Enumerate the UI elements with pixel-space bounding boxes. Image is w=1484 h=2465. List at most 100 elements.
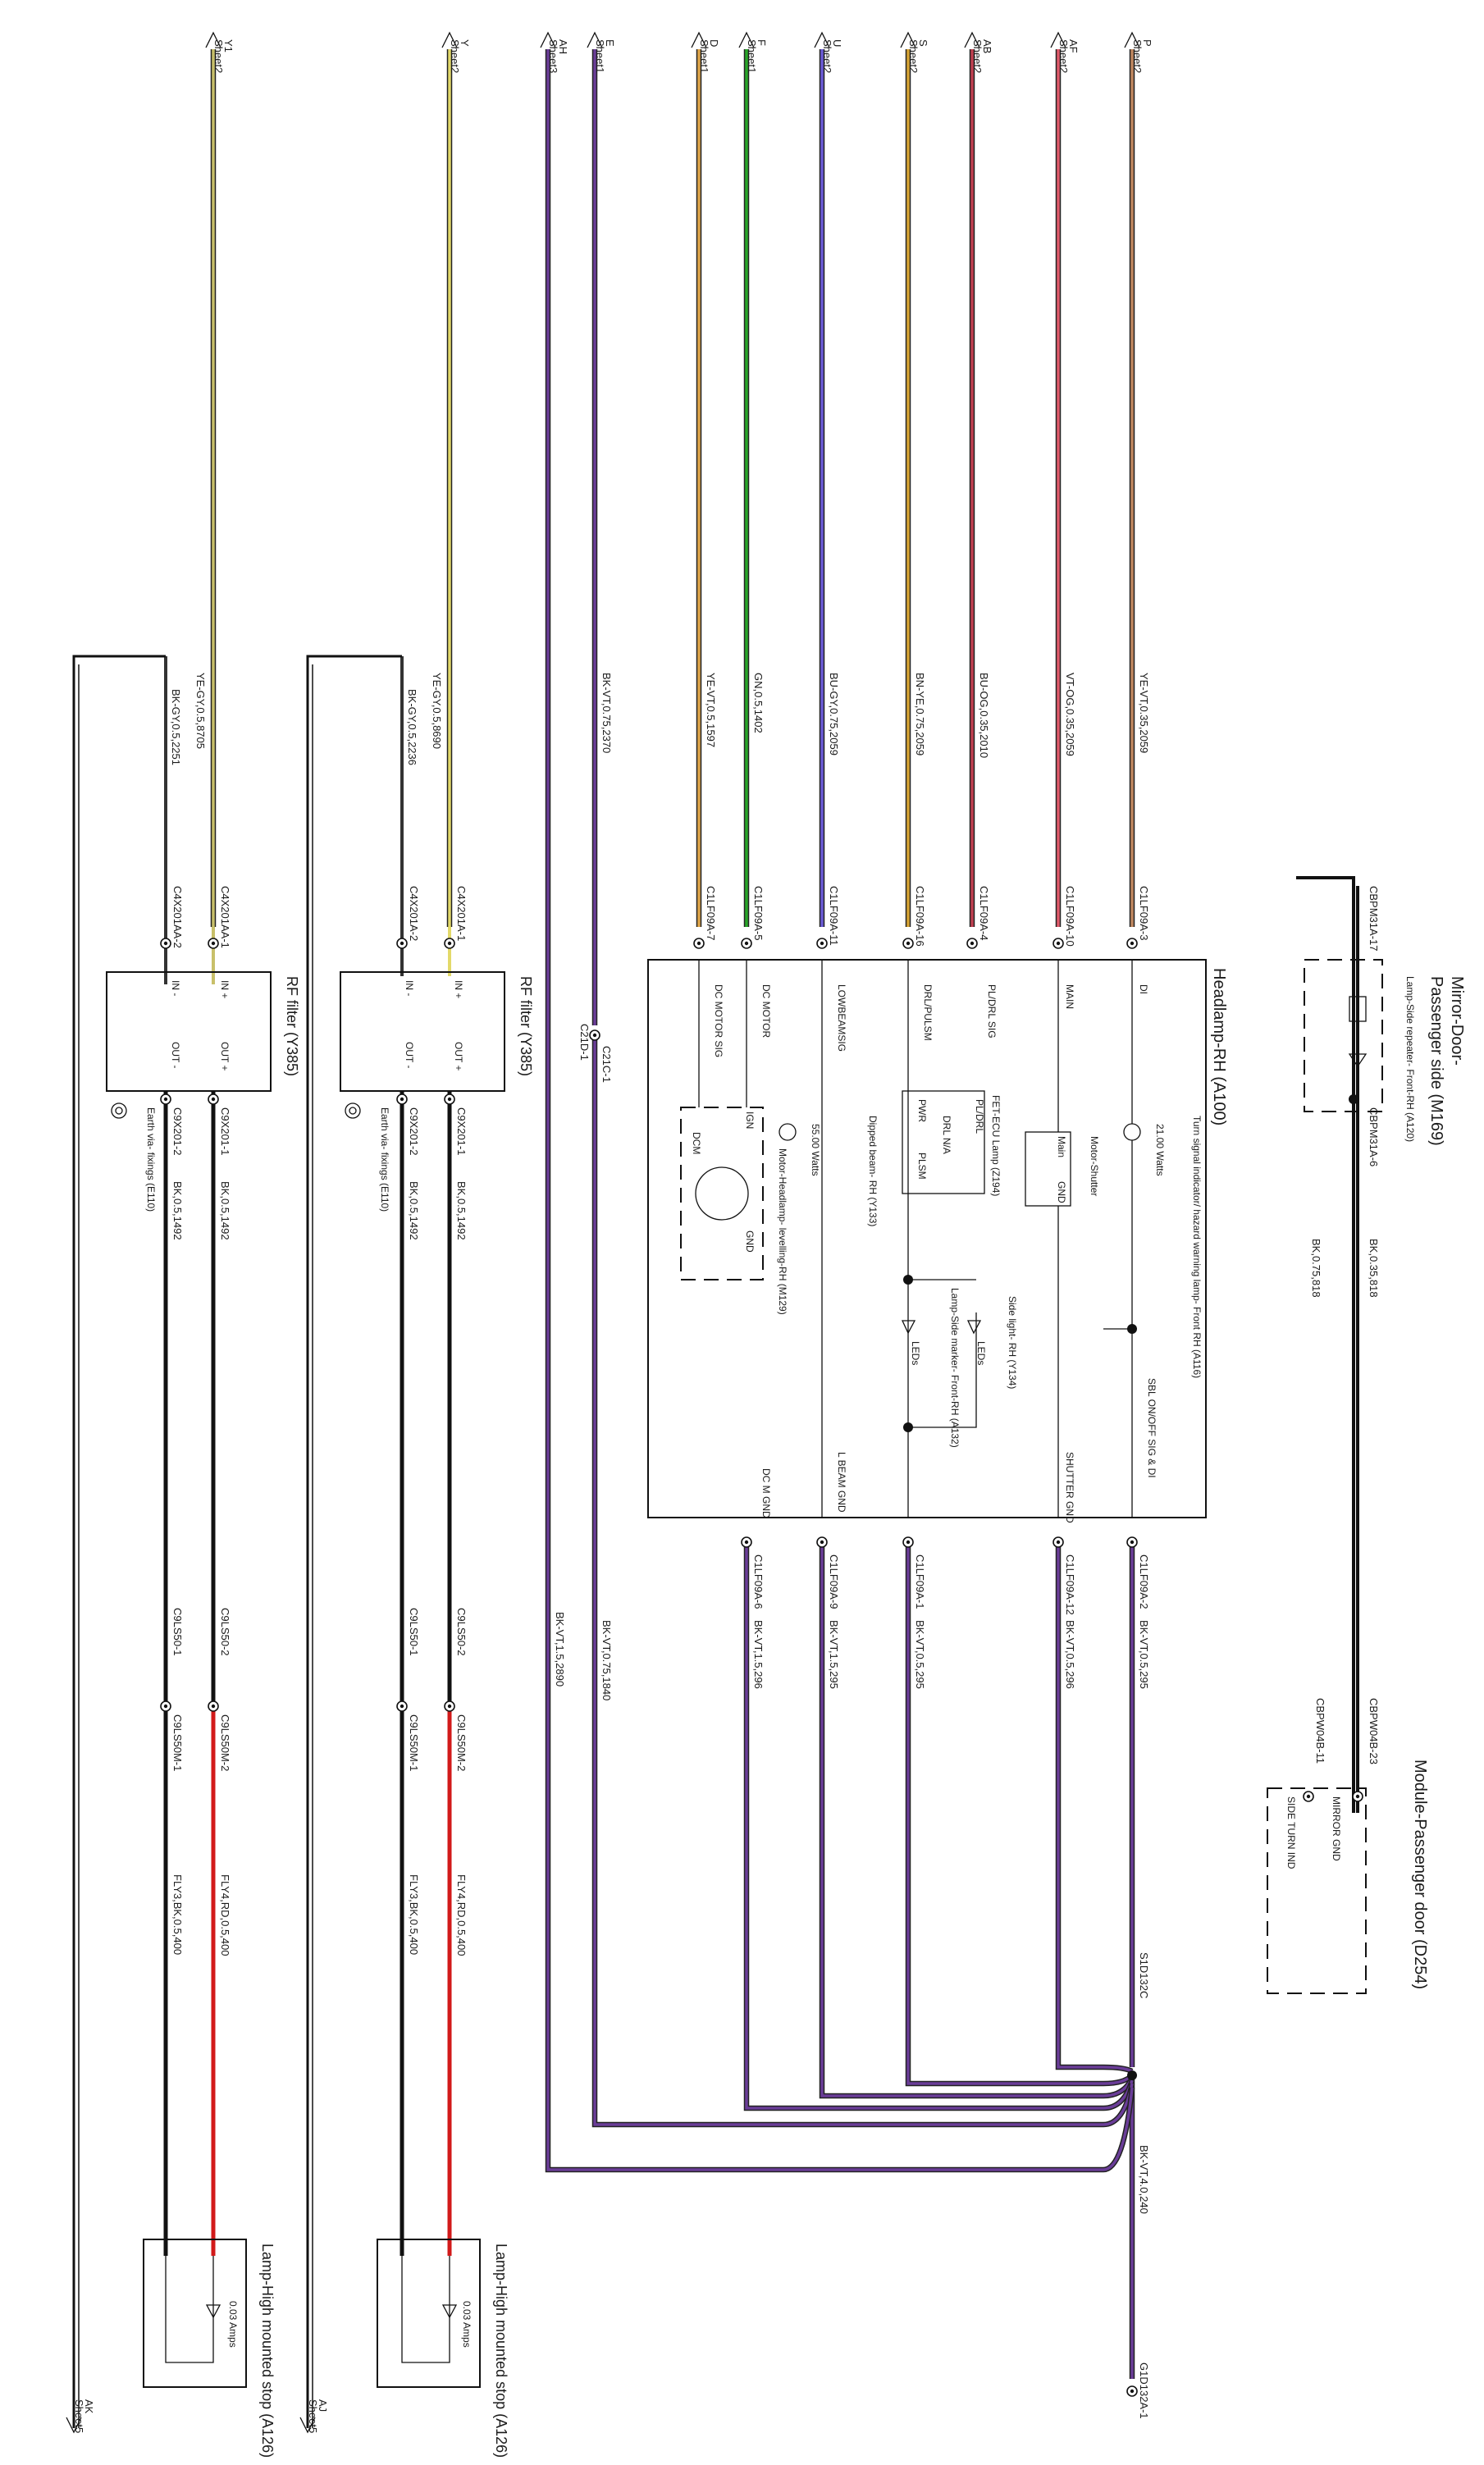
wire-label: YE-GY,0.5,8705 [194,673,207,749]
wire-label: BK-VT,0.5,295 [914,1620,926,1689]
repeater-resistor [1349,996,1367,1022]
stop-lamp-box-aj [377,2239,481,2388]
offsheet-id: Y [459,39,471,47]
connector-label: C9LS50-2 [219,1608,231,1656]
splice-fan [1103,2087,1134,2171]
side-light-label: Side light- RH (Y134) [1007,1296,1018,1389]
mirror-title: Mirror-Door- [1448,976,1466,1066]
wire-label: BK-VT,0.5,295 [1138,1620,1150,1689]
rf-filter-box-ak [106,971,272,1092]
levelling-motor-box [680,1107,764,1280]
offsheet-arrow-up [540,31,556,48]
module-dashed-box [1267,1787,1367,1994]
connector-pin-center [447,1097,452,1102]
rf-filter-pin: IN + [453,980,464,998]
headlamp-junction [903,1275,913,1285]
wire-label: BK-VT,1.5,296 [752,1620,765,1689]
module-pin: MIRROR GND [1331,1796,1342,1861]
shutter-pin: GND [1056,1181,1067,1203]
earth-label: Earth via- fixings (E110) [145,1107,157,1212]
dipped-beam-bulb [779,1123,797,1141]
e-wire-lower [591,1035,1103,2128]
connector-label: G1D132A-1 [1138,2362,1150,2419]
module-title: Module-Passenger door (D254) [1411,1760,1429,1989]
earth-symbol-inner [349,1107,357,1115]
offsheet-id: F [756,39,768,46]
watts-label: 55.00 Watts [810,1124,821,1176]
turn-lamp-bulb [1123,1123,1141,1141]
connector-label: C9LS50-2 [455,1608,468,1656]
headlamp-pin-label: DC MOTOR SIG [713,984,724,1057]
connector-label: C1LF09A-7 [705,886,717,940]
connector-label: C4X201A-1 [455,886,468,941]
connector-pin-center [1130,1540,1135,1545]
connector-label: C1LF09A-11 [828,886,840,946]
offsheet-sheet: Sheet2 [449,39,461,73]
rf-filter-pin: IN + [219,980,231,998]
stop-lamp-title: Lamp-High mounted stop (A126) [493,2244,509,2458]
offsheet-id: U [831,39,843,47]
connector-label: C9LS50M-2 [219,1714,231,1771]
mirror-title: Passenger side (M169) [1427,976,1445,1146]
earth-symbol [345,1102,361,1119]
ground-wire-9 [820,1542,1103,2098]
connector-label: C21C-1 [600,1046,613,1083]
led-symbol [901,1320,982,1335]
wire-label: BK,0.5,1492 [219,1181,231,1240]
ground-wire-1 [906,1542,1103,2085]
connector-pin-center [744,941,749,946]
wire-label: BK-VT,0.75,2370 [600,673,613,753]
offsheet-sheet: Sheet1 [594,39,606,73]
offsheet-id: Y1 [222,39,235,52]
connector-pin-center [211,941,216,946]
connector-label: C1LF09A-9 [828,1554,840,1609]
offsheet-sheet: Sheet1 [746,39,758,73]
offsheet-sheet: Sheet2 [1057,39,1070,73]
headlamp-pin-label: DRL/PULSM [922,984,934,1041]
offsheet-id: AJ [317,2399,329,2412]
rf-filter-pin: IN - [404,980,415,996]
connector-pin-center [1130,941,1135,946]
stop-lamp-box-ak [143,2239,247,2388]
headlamp-title: Headlamp-RH (A100) [1210,968,1228,1125]
offsheet-sheet: Sheet2 [971,39,984,73]
rf-filter-pin: OUT + [219,1042,231,1070]
connector-label: C9X201-1 [219,1107,231,1156]
connector-label: C1LF09A-6 [752,1554,765,1609]
mirror-junction [1349,1094,1358,1104]
offsheet-arrow-up [900,31,916,48]
connector-label: C9X201-2 [408,1107,420,1156]
connector-pin-center [400,941,404,946]
repeater-lamp-label: Lamp-Side repeater- Front-RH (A120) [1404,976,1416,1142]
offsheet-arrow-up [205,31,221,48]
connector-label: CBPM31A-6 [1368,1107,1380,1166]
connector-label: C9X201-1 [455,1107,468,1156]
offsheet-id: D [708,39,720,47]
offsheet-arrow-down [299,2417,316,2434]
connector-label: C4X201AA-1 [219,886,231,948]
wire-label: BK,0.5,1492 [455,1181,468,1240]
connector-pin-center [447,941,452,946]
fet-pin: PLSM [916,1153,928,1180]
headlamp-wire [698,960,909,1518]
connector-pin-center [447,1704,452,1709]
mirror-gnd-wire [1296,876,1355,1813]
connector-pin-center [970,941,975,946]
connector-label: C21D-1 [578,1024,591,1061]
wire-label: FLY3,BK,0.5,400 [408,1874,420,1955]
wire-label: BU-OG,0.35,2010 [978,673,990,758]
offsheet-arrow-up [441,31,458,48]
connector-pin-center [1306,1794,1311,1799]
connector-pin-center [744,1540,749,1545]
fet-pin: PL/DRL [974,1099,985,1134]
headlamp-pin-label: LOWBEAMSIG [836,984,847,1052]
headlamp-pin-label: SHUTTER GND [1064,1452,1075,1523]
motor-shutter-box [1025,1131,1071,1207]
wire-label: BK-VT,1.5,295 [828,1620,840,1689]
offsheet-sheet: Sheet2 [212,39,225,73]
connector-pin-center [906,941,911,946]
amps-label: 0.03 Amps [461,2301,473,2348]
watts-label: 21.00 Watts [1154,1124,1166,1176]
connector-pin-center [820,941,824,946]
offsheet-id: P [1141,39,1153,47]
